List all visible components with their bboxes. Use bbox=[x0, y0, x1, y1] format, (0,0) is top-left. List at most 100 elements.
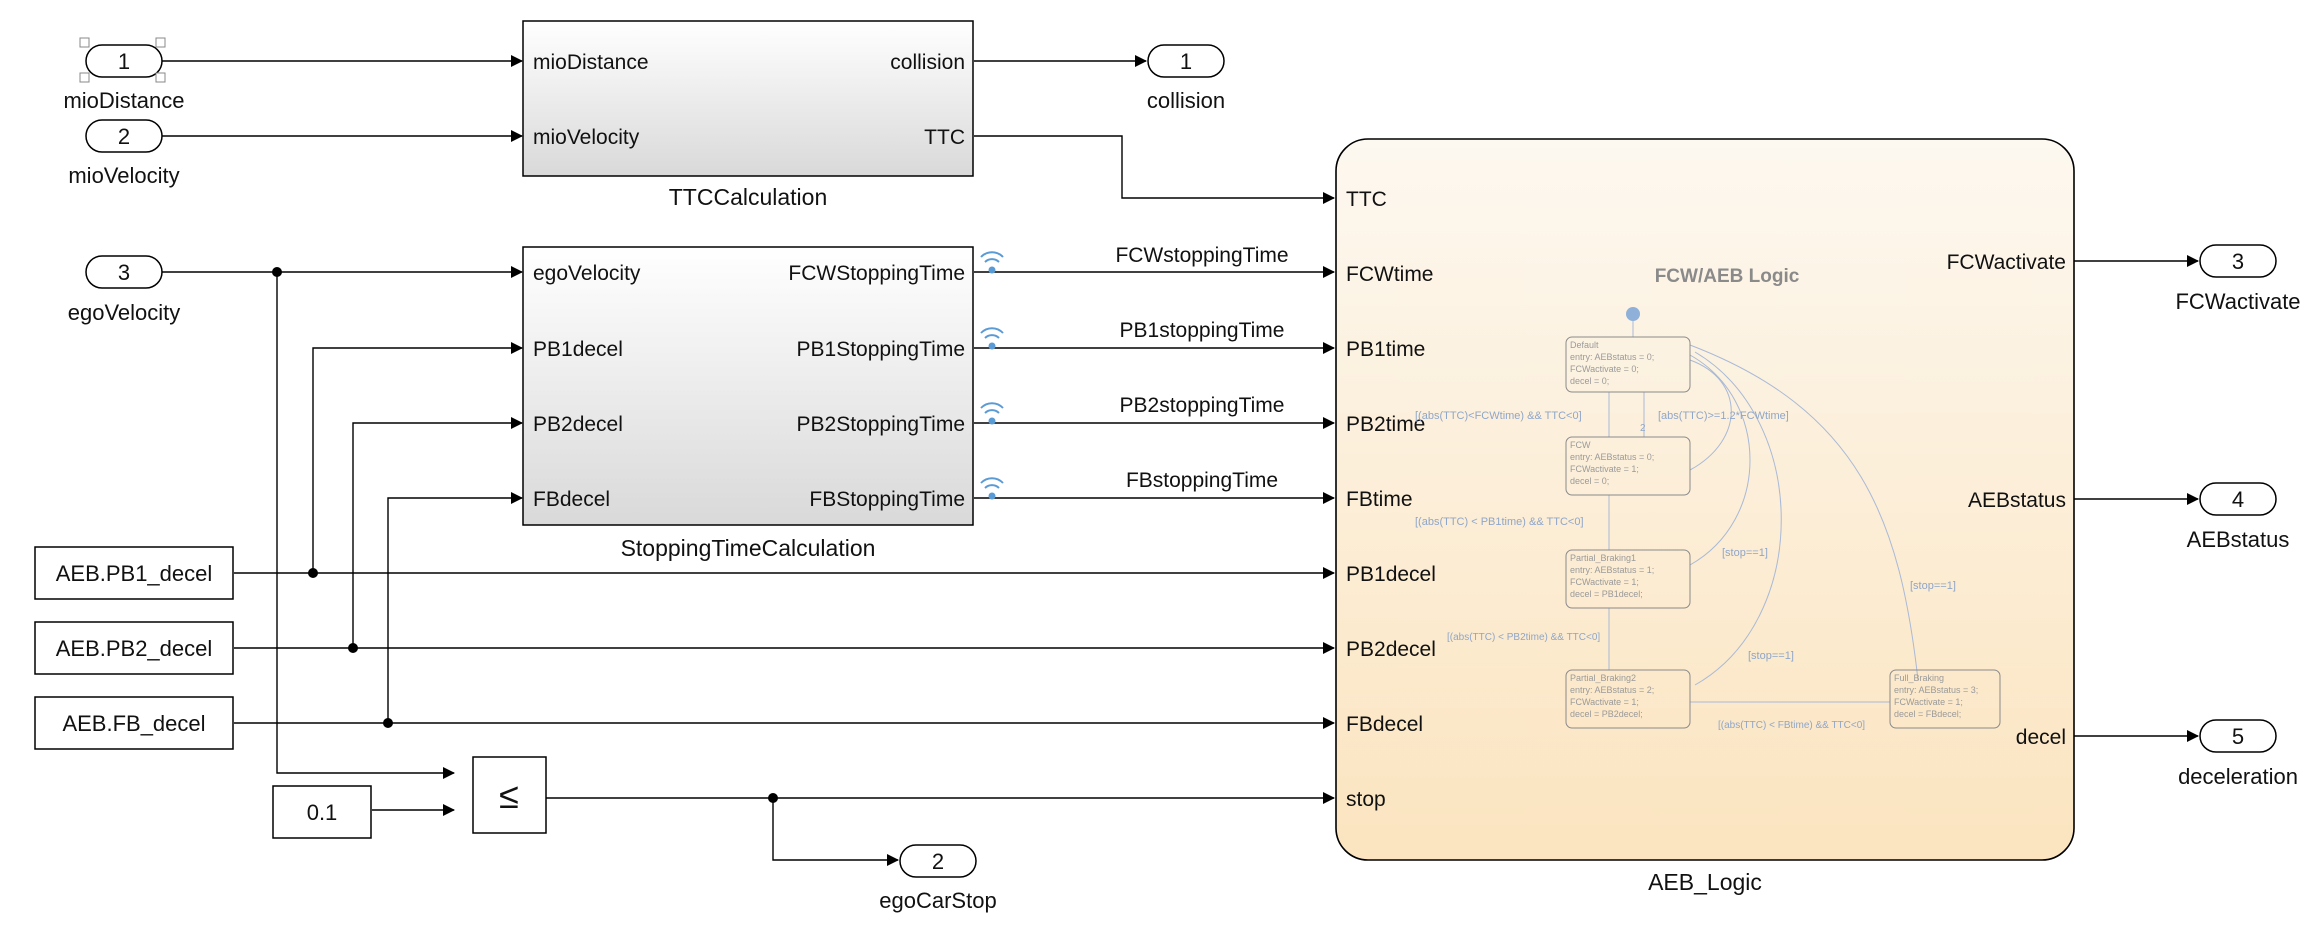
transition-label: [(abs(TTC) < PB1time) && TTC<0] bbox=[1415, 516, 1584, 528]
chart-input-port: PB2decel bbox=[1346, 638, 1436, 661]
block-output-port: FCWStoppingTime bbox=[788, 262, 965, 285]
constant-pb2-decel[interactable]: AEB.PB2_decel bbox=[34, 621, 234, 675]
constant-threshold[interactable]: 0.1 bbox=[272, 785, 372, 839]
block-input-port: mioVelocity bbox=[533, 126, 640, 149]
wire-fbdecel-branch[interactable] bbox=[387, 492, 523, 723]
block-input-port: FBdecel bbox=[533, 488, 610, 511]
state-line: FCWactivate = 1; bbox=[1570, 697, 1639, 707]
wire-ttc[interactable] bbox=[974, 135, 1335, 204]
constant-pb1-decel[interactable]: AEB.PB1_decel bbox=[34, 546, 234, 600]
state-line: decel = 0; bbox=[1570, 476, 1609, 486]
state-partial-braking-2: Partial_Braking2 entry: AEBstatus = 2; F… bbox=[1565, 669, 1691, 729]
selection-handle[interactable] bbox=[79, 37, 90, 48]
transition-label: [abs(TTC)>=1.2*FCWtime] bbox=[1658, 410, 1789, 422]
state-fcw: FCW entry: AEBstatus = 0; FCWactivate = … bbox=[1565, 436, 1691, 496]
signal-logging-icons bbox=[980, 251, 1004, 500]
block-input-port: PB2decel bbox=[533, 413, 623, 436]
state-name: FCW bbox=[1570, 440, 1591, 450]
port-name: mioVelocity bbox=[68, 163, 179, 188]
chart-input-port: TTC bbox=[1346, 188, 1387, 211]
block-input-port: mioDistance bbox=[533, 51, 649, 74]
selection-handle[interactable] bbox=[79, 72, 90, 83]
chart-input-port: FCWtime bbox=[1346, 263, 1434, 286]
wire-pb1decel-branch[interactable] bbox=[312, 342, 523, 573]
port-number: 1 bbox=[1180, 49, 1192, 74]
constant-value: AEB.PB1_decel bbox=[56, 561, 213, 586]
aeb-logic-chart-block[interactable]: TTC FCWtime PB1time PB2time FBtime PB1de… bbox=[1335, 138, 2075, 895]
port-name: AEBstatus bbox=[2187, 527, 2290, 552]
chart-input-port: PB1time bbox=[1346, 338, 1425, 361]
port-number: 3 bbox=[118, 260, 130, 285]
port-number: 2 bbox=[118, 124, 130, 149]
state-name: Full_Braking bbox=[1894, 673, 1944, 683]
inport-2[interactable]: 2 mioVelocity bbox=[68, 119, 180, 188]
branch-point bbox=[348, 643, 358, 653]
signal-label: PB2stoppingTime bbox=[1120, 394, 1285, 417]
port-name: FCWactivate bbox=[2175, 289, 2300, 314]
branch-point bbox=[383, 718, 393, 728]
stateflow-preview: FCW/AEB Logic [(abs(TTC)<FCWtime) && TTC… bbox=[1415, 266, 2001, 731]
stopping-time-calculation-block[interactable]: egoVelocity PB1decel PB2decel FBdecel FC… bbox=[522, 246, 974, 561]
inport-1[interactable]: 1 mioDistance bbox=[63, 37, 185, 113]
state-line: FCWactivate = 1; bbox=[1894, 697, 1963, 707]
signal-label: FBstoppingTime bbox=[1126, 469, 1278, 492]
state-line: FCWactivate = 1; bbox=[1570, 464, 1639, 474]
relational-operator-block[interactable]: ≤ bbox=[472, 756, 547, 834]
signal-logging-icon[interactable] bbox=[980, 402, 1004, 425]
block-output-port: PB1StoppingTime bbox=[797, 338, 965, 361]
state-line: FCWactivate = 1; bbox=[1570, 577, 1639, 587]
outport-3[interactable]: 3 FCWactivate bbox=[2175, 244, 2301, 314]
chart-output-port: AEBstatus bbox=[1968, 489, 2066, 512]
state-name: Partial_Braking2 bbox=[1570, 673, 1636, 683]
inport-3[interactable]: 3 egoVelocity bbox=[68, 255, 181, 325]
state-name: Partial_Braking1 bbox=[1570, 553, 1636, 563]
state-line: entry: AEBstatus = 1; bbox=[1570, 565, 1654, 575]
chart-output-port: FCWactivate bbox=[1947, 251, 2066, 274]
chart-title: FCW/AEB Logic bbox=[1655, 266, 1800, 287]
block-output-port: collision bbox=[890, 51, 965, 74]
outport-2[interactable]: 2 egoCarStop bbox=[879, 844, 997, 913]
chart-input-port: PB2time bbox=[1346, 413, 1425, 436]
signal-label: FCWstoppingTime bbox=[1115, 244, 1288, 267]
wire-egoCarStop[interactable] bbox=[772, 798, 899, 866]
transition-label: 2 bbox=[1640, 423, 1646, 434]
state-line: decel = FBdecel; bbox=[1894, 709, 1961, 719]
transition-line bbox=[1689, 359, 1732, 471]
chart-input-port: FBdecel bbox=[1346, 713, 1423, 736]
block-output-port: FBStoppingTime bbox=[809, 488, 965, 511]
chart-output-port: decel bbox=[2016, 726, 2066, 749]
transition-line bbox=[1694, 351, 1782, 686]
chart-input-port: FBtime bbox=[1346, 488, 1413, 511]
transition-line bbox=[1689, 354, 1751, 566]
state-line: entry: AEBstatus = 0; bbox=[1570, 352, 1654, 362]
signal-logging-icon[interactable] bbox=[980, 327, 1004, 350]
port-name: egoCarStop bbox=[879, 888, 996, 913]
selection-handle[interactable] bbox=[155, 72, 166, 83]
transition-label: [(abs(TTC) < PB2time) && TTC<0] bbox=[1447, 632, 1600, 643]
constant-fb-decel[interactable]: AEB.FB_decel bbox=[34, 696, 234, 750]
outport-4[interactable]: 4 AEBstatus bbox=[2187, 482, 2290, 552]
ttc-calculation-block[interactable]: mioDistance mioVelocity collision TTC TT… bbox=[522, 20, 974, 210]
signal-logging-icon[interactable] bbox=[980, 477, 1004, 500]
state-line: decel = PB1decel; bbox=[1570, 589, 1643, 599]
wire-egoVelocity-compare[interactable] bbox=[276, 272, 455, 779]
port-name: egoVelocity bbox=[68, 300, 181, 325]
port-number: 2 bbox=[932, 849, 944, 874]
outport-1[interactable]: 1 collision bbox=[1147, 44, 1225, 113]
block-output-port: PB2StoppingTime bbox=[797, 413, 965, 436]
port-number: 5 bbox=[2232, 724, 2244, 749]
state-line: entry: AEBstatus = 0; bbox=[1570, 452, 1654, 462]
branch-point bbox=[308, 568, 318, 578]
signal-lines bbox=[162, 55, 2199, 866]
signal-labels: FCWstoppingTime PB1stoppingTime PB2stopp… bbox=[1115, 244, 1288, 492]
constant-value: AEB.PB2_decel bbox=[56, 636, 213, 661]
state-line: FCWactivate = 0; bbox=[1570, 364, 1639, 374]
selection-handle[interactable] bbox=[155, 37, 166, 48]
port-name: collision bbox=[1147, 88, 1225, 113]
branch-point bbox=[272, 267, 282, 277]
constant-value: 0.1 bbox=[307, 800, 338, 825]
wire-pb2decel-branch[interactable] bbox=[352, 417, 523, 648]
signal-logging-icon[interactable] bbox=[980, 251, 1004, 274]
outport-5[interactable]: 5 deceleration bbox=[2178, 719, 2298, 789]
